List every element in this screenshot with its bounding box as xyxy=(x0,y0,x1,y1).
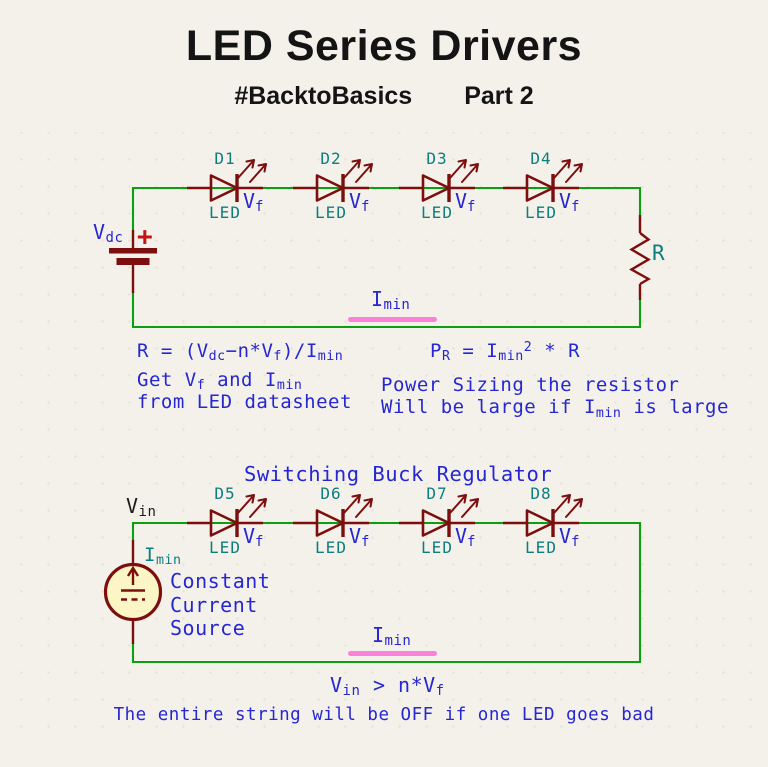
diode-value-label: LED xyxy=(421,538,453,557)
power-formula: PR = Imin2 * R xyxy=(430,340,581,365)
diode-ref-label: D7 xyxy=(426,484,448,503)
warning-text: The entire string will be OFF if one LED… xyxy=(113,705,655,725)
diode-value-label: LED xyxy=(209,538,241,557)
led-glyph xyxy=(187,159,267,202)
input-voltage-label: Vin xyxy=(126,494,157,521)
battery-plus-sign: + xyxy=(137,222,154,252)
forward-voltage-label: Vf xyxy=(243,189,264,216)
led-glyph xyxy=(293,494,373,537)
resistor-symbol xyxy=(629,215,651,300)
led-glyph xyxy=(399,159,479,202)
buck-regulator-heading: Switching Buck Regulator xyxy=(244,462,553,486)
led-glyph xyxy=(503,159,583,202)
diode-ref-label: D6 xyxy=(320,484,342,503)
led-glyph xyxy=(187,494,267,537)
voltage-condition: Vin > n*Vf xyxy=(330,673,445,700)
page-title: LED Series Drivers xyxy=(185,22,583,70)
forward-voltage-label: Vf xyxy=(349,524,370,551)
imin-highlight-bottom xyxy=(348,651,437,656)
led-glyph xyxy=(399,494,479,537)
subtitle-row: #BacktoBasics Part 2 xyxy=(0,82,768,111)
forward-voltage-label: Vf xyxy=(559,189,580,216)
forward-voltage-label: Vf xyxy=(559,524,580,551)
diode-value-label: LED xyxy=(209,203,241,222)
diode-value-label: LED xyxy=(421,203,453,222)
hashtag-label: #BacktoBasics xyxy=(234,82,413,110)
current-source-symbol xyxy=(103,540,163,644)
diode-value-label: LED xyxy=(315,538,347,557)
diode-value-label: LED xyxy=(315,203,347,222)
led-glyph xyxy=(503,494,583,537)
diode-ref-label: D4 xyxy=(530,149,552,168)
resistor-ref-label: R xyxy=(652,241,666,265)
diode-ref-label: D2 xyxy=(320,149,342,168)
source-current-label: Imin xyxy=(144,544,182,569)
diode-value-label: LED xyxy=(525,203,557,222)
forward-voltage-label: Vf xyxy=(455,524,476,551)
diode-ref-label: D8 xyxy=(530,484,552,503)
loop-current-label-top: Imin xyxy=(371,287,411,314)
diode-ref-label: D5 xyxy=(214,484,236,503)
diode-ref-label: D1 xyxy=(214,149,236,168)
imin-highlight-top xyxy=(348,317,437,322)
resistor-formula: R = (Vdc−n*Vf)/Imin xyxy=(137,340,344,365)
led-glyph xyxy=(293,159,373,202)
forward-voltage-label: Vf xyxy=(455,189,476,216)
forward-voltage-label: Vf xyxy=(243,524,264,551)
diode-value-label: LED xyxy=(525,538,557,557)
part-label: Part 2 xyxy=(464,82,534,110)
battery-symbol xyxy=(109,230,157,293)
forward-voltage-label: Vf xyxy=(349,189,370,216)
loop-current-label-bottom: Imin xyxy=(372,623,412,650)
supply-voltage-label: Vdc xyxy=(93,220,124,247)
diode-ref-label: D3 xyxy=(426,149,448,168)
